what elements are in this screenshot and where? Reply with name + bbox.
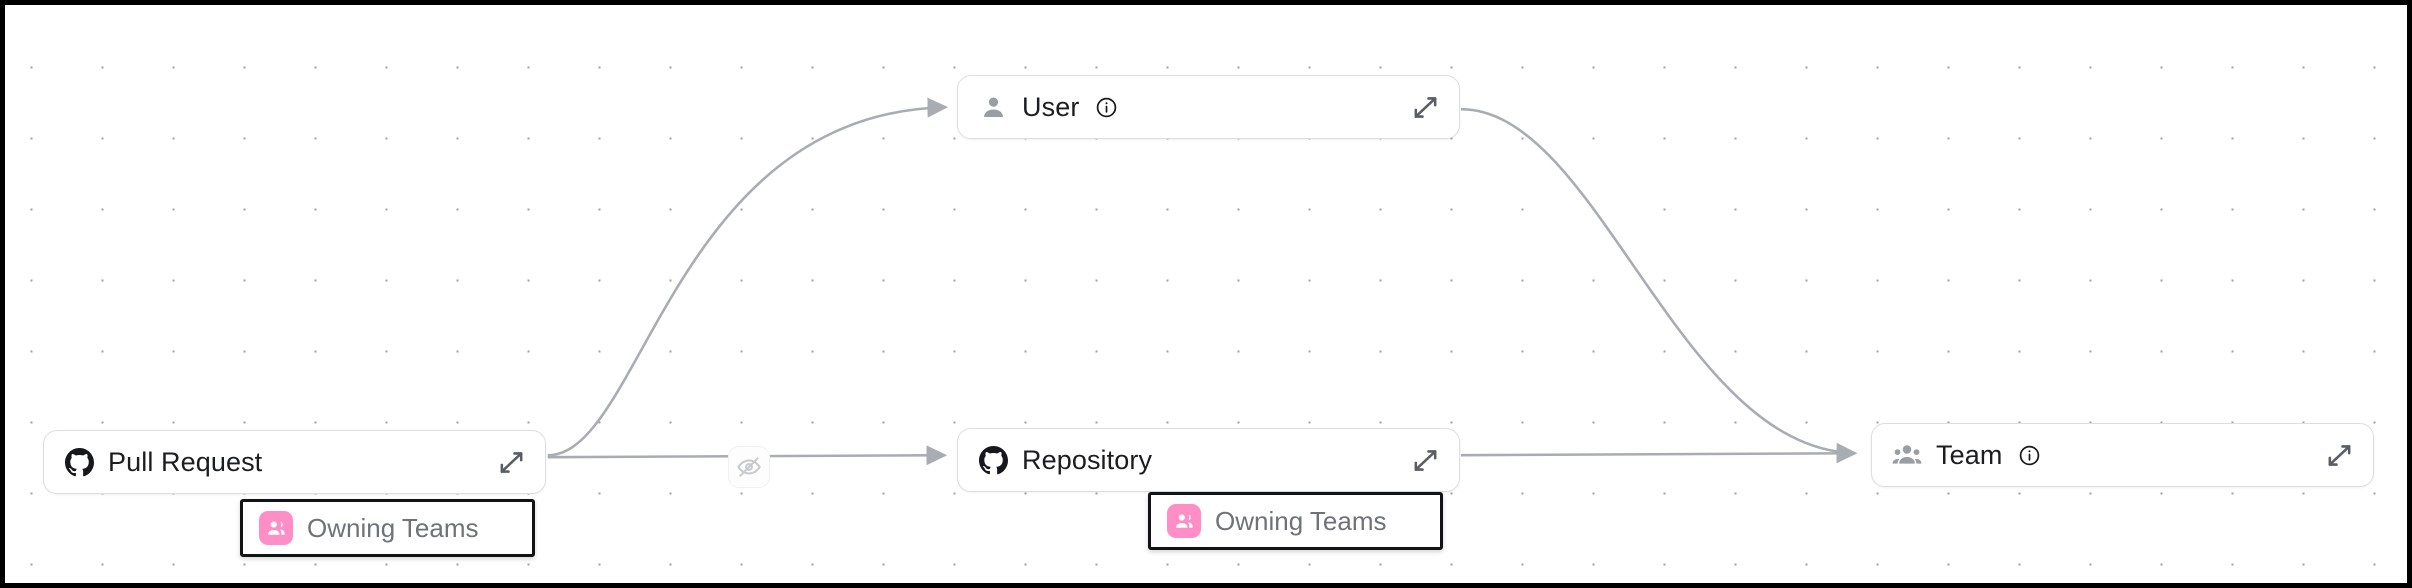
people-group-icon bbox=[1892, 440, 1922, 470]
expand-diagonal-icon[interactable] bbox=[1410, 445, 1441, 476]
node-user-content: User bbox=[978, 92, 1410, 122]
node-repository-label: Repository bbox=[1022, 444, 1153, 475]
owning-teams-icon bbox=[1167, 504, 1201, 538]
expand-diagonal-icon[interactable] bbox=[2324, 440, 2355, 471]
node-team-label: Team bbox=[1936, 439, 2003, 470]
owning-teams-icon bbox=[259, 511, 293, 545]
node-pull-request-label: Pull Request bbox=[108, 446, 263, 477]
eye-off-icon[interactable] bbox=[728, 446, 770, 488]
node-pull-request[interactable]: Pull Request bbox=[43, 430, 546, 494]
node-user-label: User bbox=[1022, 91, 1080, 122]
node-team-content: Team bbox=[1892, 440, 2324, 470]
person-icon bbox=[978, 92, 1008, 122]
expand-diagonal-icon[interactable] bbox=[1410, 92, 1441, 123]
info-circle-icon[interactable] bbox=[2018, 444, 2041, 467]
node-team[interactable]: Team bbox=[1871, 423, 2374, 487]
node-user[interactable]: User bbox=[957, 75, 1460, 139]
info-circle-icon[interactable] bbox=[1095, 96, 1118, 119]
owning-teams-chip-label: Owning Teams bbox=[307, 513, 479, 543]
owning-teams-chip-label: Owning Teams bbox=[1215, 506, 1387, 536]
github-icon bbox=[64, 447, 94, 477]
owning-teams-chip[interactable]: Owning Teams bbox=[1148, 492, 1443, 550]
github-icon bbox=[978, 445, 1008, 475]
node-pull-request-content: Pull Request bbox=[64, 447, 496, 477]
owning-teams-chip[interactable]: Owning Teams bbox=[240, 499, 535, 557]
node-repository-content: Repository bbox=[978, 445, 1410, 475]
node-repository[interactable]: Repository bbox=[957, 428, 1460, 492]
expand-diagonal-icon[interactable] bbox=[496, 447, 527, 478]
